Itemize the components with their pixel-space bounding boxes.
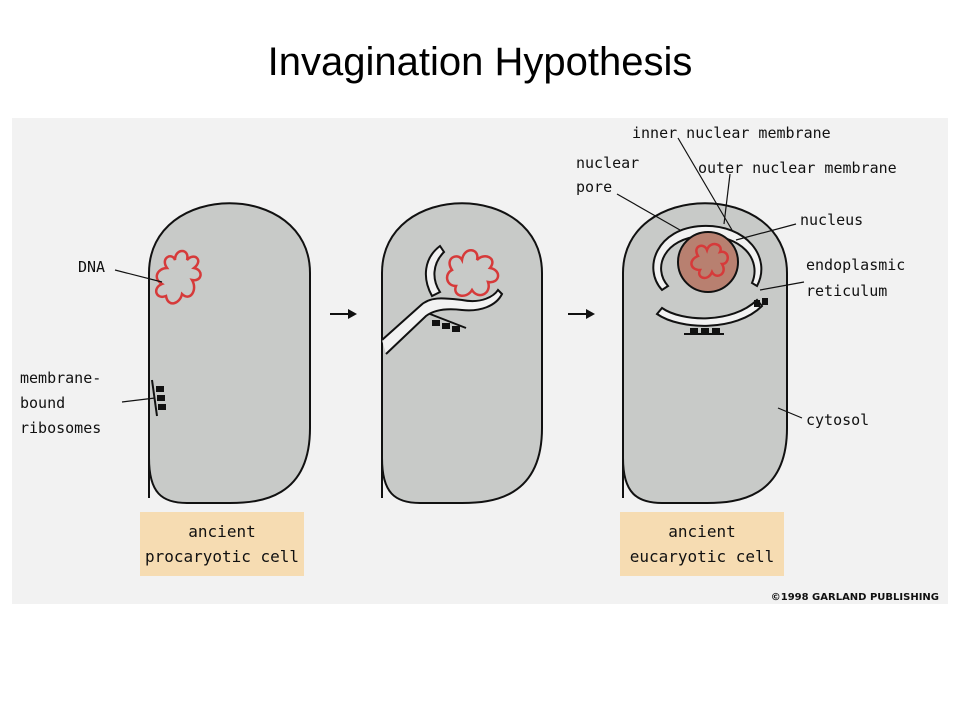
cytosol-leader (777, 407, 803, 419)
label-membrane-line2: bound (20, 394, 65, 412)
label-dna: DNA (78, 258, 105, 276)
endoplasmic-reticulum (655, 298, 764, 327)
right-arrow-icon (330, 309, 357, 319)
label-membrane-line3: ribosomes (20, 419, 101, 437)
membrane-fold (424, 244, 446, 298)
label-cytosol: cytosol (806, 411, 869, 429)
caption-left-line2: procaryotic cell (145, 547, 299, 566)
caption-right-line1: ancient (668, 522, 735, 541)
invaginating-cell (381, 202, 543, 504)
ribosome-icon (754, 298, 768, 307)
eucaryotic-cell (616, 137, 805, 504)
dna-leader (114, 269, 163, 283)
dna-loop (445, 249, 500, 298)
diagram-canvas: DNA membrane- bound ribosomes inner nucl… (20, 124, 939, 603)
ribosome-icon (432, 320, 460, 332)
outer-nuclear-membrane (652, 224, 763, 292)
slide-title: Invagination Hypothesis (267, 40, 693, 84)
label-nuclear-line1: nuclear (576, 154, 639, 172)
ribosome-icon (156, 386, 166, 410)
nucleus-leader (735, 223, 797, 241)
label-er-line1: endoplasmic (806, 256, 905, 274)
cell-membrane (381, 202, 543, 504)
nuclear-pore-leader (616, 193, 681, 231)
diagram-figure: DNA membrane- bound ribosomes inner nucl… (12, 118, 948, 604)
inner-membrane-leader (677, 137, 733, 231)
procaryotic-cell (114, 202, 311, 504)
right-arrow-icon (568, 309, 595, 319)
label-nucleus: nucleus (800, 211, 863, 229)
label-nuclear-line2: pore (576, 178, 612, 196)
dna-loop (690, 242, 729, 280)
nucleus (677, 231, 739, 293)
dna-loop (154, 249, 202, 305)
caption-left-line1: ancient (188, 522, 255, 541)
er-leader (759, 281, 805, 291)
caption-procaryotic: ancient procaryotic cell (140, 512, 304, 576)
label-inner-nuclear-membrane: inner nuclear membrane (632, 124, 831, 142)
outer-membrane-leader (723, 173, 731, 225)
ribosome-icon (690, 328, 720, 334)
copyright-notice: ©1998 GARLAND PUBLISHING (771, 592, 939, 603)
caption-eucaryotic: ancient eucaryotic cell (620, 512, 784, 576)
cell-membrane (148, 202, 311, 504)
ribosome-leader (121, 397, 156, 403)
membrane-bound-ribosomes (429, 313, 467, 329)
label-er-line2: reticulum (806, 282, 887, 300)
label-outer-nuclear-membrane: outer nuclear membrane (698, 159, 897, 177)
caption-right-line2: eucaryotic cell (630, 547, 775, 566)
label-membrane-line1: membrane- (20, 369, 101, 387)
membrane-invagination (381, 288, 504, 355)
